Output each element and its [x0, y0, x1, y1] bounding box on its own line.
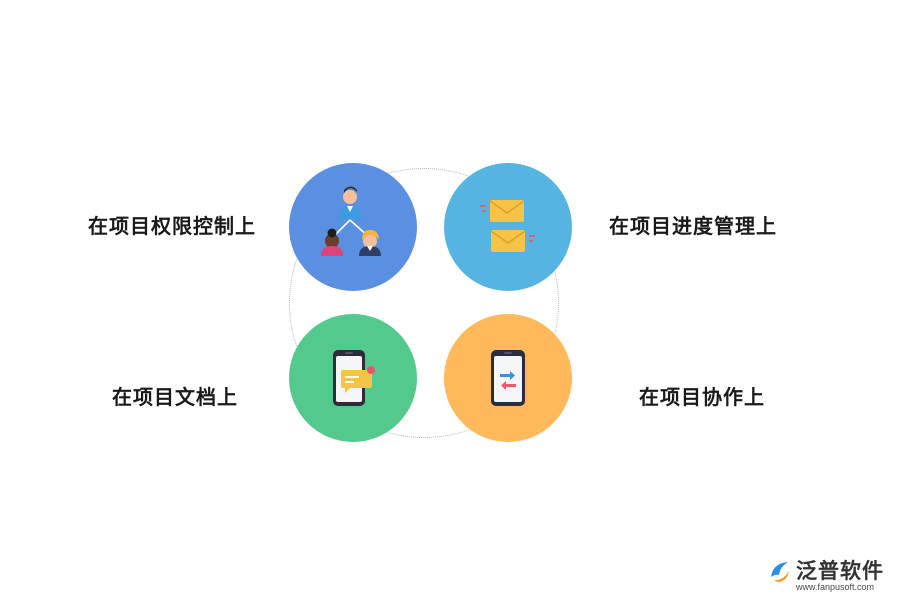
- label-progress-management: 在项目进度管理上: [609, 214, 777, 238]
- envelopes-icon: [444, 163, 572, 291]
- logo-text: 泛普软件: [796, 559, 884, 583]
- label-permission-control: 在项目权限控制上: [88, 214, 256, 238]
- connecting-dotted-circle: [289, 168, 559, 438]
- progress-management-circle: [444, 163, 572, 291]
- brand-logo: 泛普软件 www.fanpusoft.com: [768, 555, 894, 595]
- label-project-collaboration: 在项目协作上: [639, 385, 765, 409]
- logo-url: www.fanpusoft.com: [796, 582, 875, 592]
- team-hierarchy-icon: [289, 163, 417, 291]
- phone-transfer-icon: [444, 314, 572, 442]
- permission-control-circle: [289, 163, 417, 291]
- project-collaboration-circle: [444, 314, 572, 442]
- fanpu-logo-icon: [771, 562, 789, 582]
- project-documents-circle: [289, 314, 417, 442]
- label-project-documents: 在项目文档上: [112, 385, 238, 409]
- phone-message-icon: [289, 314, 417, 442]
